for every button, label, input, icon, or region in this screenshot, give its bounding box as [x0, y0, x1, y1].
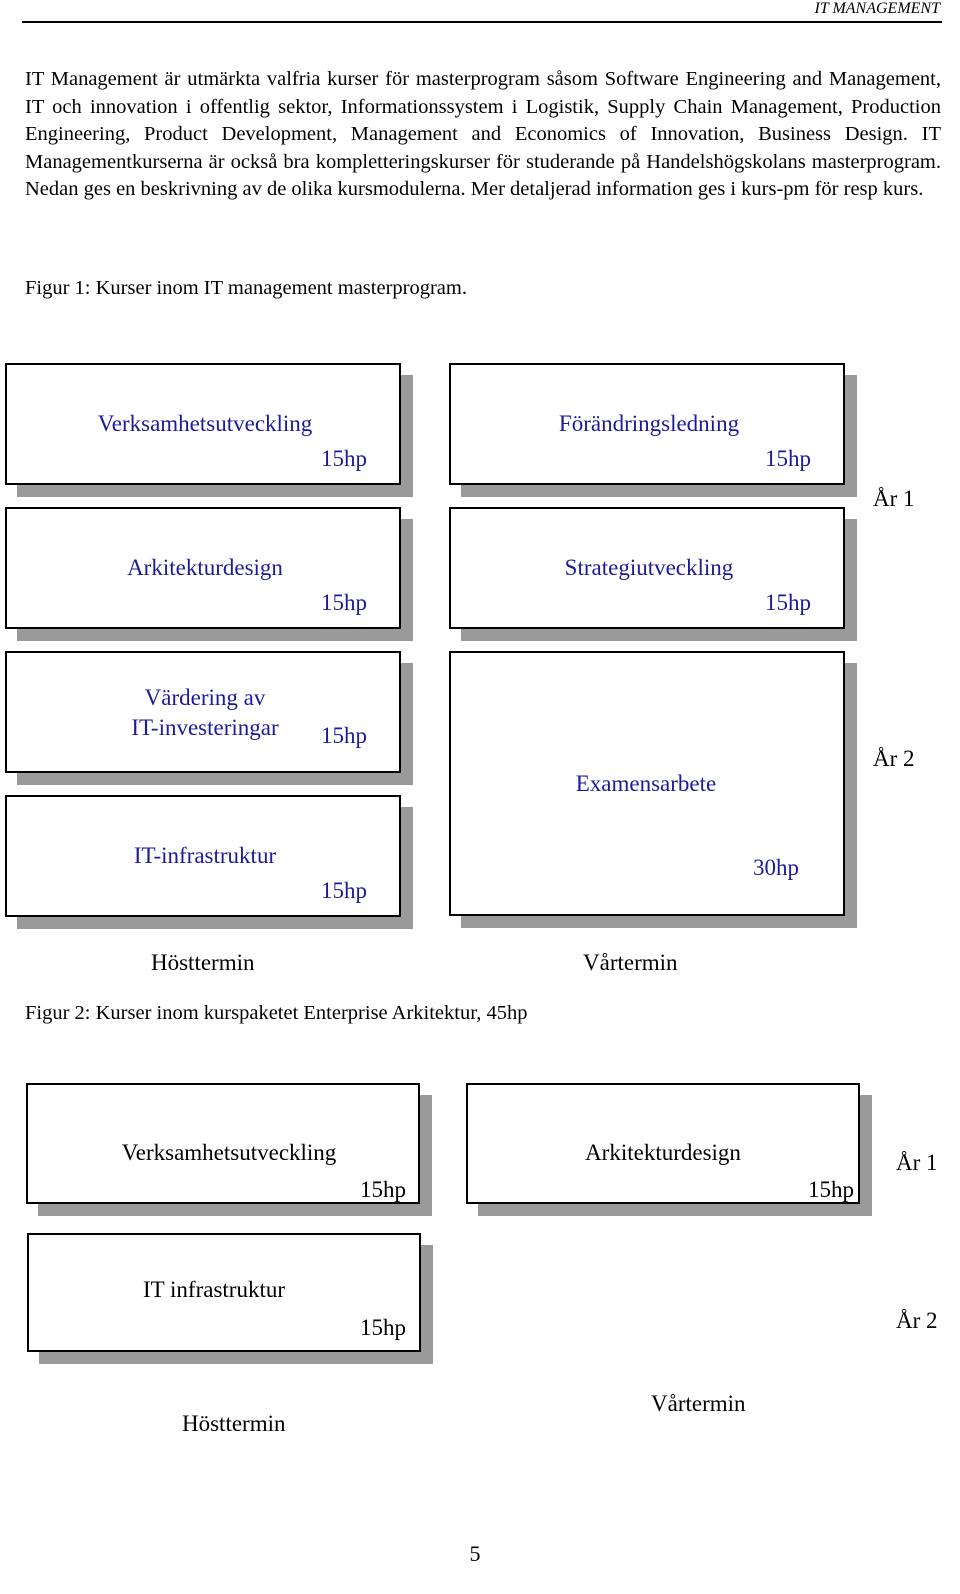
course-credits: 15hp [765, 590, 811, 615]
course-name: Strategiutveckling [564, 555, 734, 580]
course-credits: 15hp [321, 878, 367, 903]
course-credits: 15hp [360, 1177, 406, 1202]
course-box-vardering-it-investeringar: Värdering av IT-investeringar 15hp [5, 651, 401, 773]
figure2-caption: Figur 2: Kurser inom kurspaketet Enterpr… [25, 1002, 528, 1024]
course-name: Verksamhetsutveckling [121, 1140, 337, 1165]
year-label: År 2 [873, 746, 915, 771]
course-name: Arkitekturdesign [127, 555, 283, 580]
course-credits: 15hp [360, 1315, 406, 1340]
course-box-strategiutveckling: Strategiutveckling 15hp [449, 507, 845, 629]
intro-paragraph: IT Management är utmärkta valfria kurser… [25, 68, 941, 201]
course-name: Förändringsledning [558, 411, 740, 436]
term-label: Hösttermin [151, 950, 255, 975]
year-label: År 1 [873, 486, 915, 511]
year-label: År 1 [896, 1150, 938, 1175]
header-rule [22, 21, 942, 23]
figure1-caption: Figur 1: Kurser inom IT management maste… [25, 277, 467, 299]
course-box-it-infrastruktur: IT infrastruktur 15hp [27, 1233, 421, 1352]
course-box-verksamhetsutveckling: Verksamhetsutveckling 15hp [5, 363, 401, 485]
course-box-arkitekturdesign: Arkitekturdesign 15hp [5, 507, 401, 629]
year-label: År 2 [896, 1308, 938, 1333]
course-box-it-infrastruktur: IT-infrastruktur 15hp [5, 795, 401, 917]
course-box-verksamhetsutveckling: Verksamhetsutveckling 15hp [26, 1083, 420, 1204]
course-name-line1: Värdering av [144, 685, 266, 710]
course-box-examensarbete: Examensarbete 30hp [449, 651, 845, 916]
course-credits: 15hp [765, 446, 811, 471]
course-box-arkitekturdesign: Arkitekturdesign 15hp [466, 1083, 860, 1204]
course-name: IT infrastruktur [142, 1277, 285, 1302]
term-label: Vårtermin [583, 950, 678, 975]
course-credits: 15hp [321, 590, 367, 615]
term-label: Hösttermin [182, 1411, 286, 1436]
course-name: Arkitekturdesign [585, 1140, 741, 1165]
term-label: Vårtermin [651, 1391, 746, 1416]
course-box-forandringsledning: Förändringsledning 15hp [449, 363, 845, 485]
course-name: Examensarbete [575, 771, 717, 796]
course-name: IT-infrastruktur [133, 843, 277, 868]
course-name-line2: IT-investeringar [131, 715, 279, 740]
course-credits: 15hp [808, 1177, 854, 1202]
course-credits: 30hp [753, 855, 799, 880]
course-credits: 15hp [321, 446, 367, 471]
course-credits: 15hp [321, 723, 367, 748]
page-number: 5 [469, 1541, 481, 1566]
course-name: Verksamhetsutveckling [97, 411, 313, 436]
running-header: IT MANAGEMENT [814, 0, 940, 17]
